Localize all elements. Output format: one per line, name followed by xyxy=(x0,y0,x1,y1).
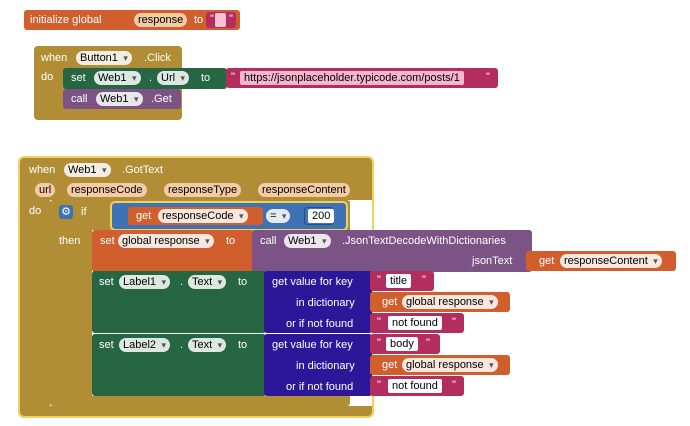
key-title-field[interactable]: title xyxy=(386,274,412,288)
quote-close: " xyxy=(452,316,456,328)
not-found-field[interactable]: not found xyxy=(388,316,442,330)
key-body-text-block[interactable]: " body " xyxy=(370,334,440,354)
get-label: get xyxy=(136,210,152,222)
global-response-dropdown[interactable]: global response xyxy=(402,295,498,309)
set-label: set xyxy=(71,72,86,84)
url-text-block[interactable]: " https://jsonplaceholder.typicode.com/p… xyxy=(226,68,498,88)
web1-component-dropdown[interactable]: Web1 xyxy=(94,71,141,85)
set-label2-text-block[interactable]: set Label2 . Text to xyxy=(92,334,266,396)
quote-open: " xyxy=(377,379,381,391)
quote-close: " xyxy=(452,379,456,391)
text-property-dropdown[interactable]: Text xyxy=(188,275,227,289)
set-label1-text-block[interactable]: set Label1 . Text to xyxy=(92,271,266,333)
dot-label: . xyxy=(180,276,184,288)
set-label: set xyxy=(100,235,115,247)
key-body-field[interactable]: body xyxy=(386,337,418,351)
set-global-response-block[interactable]: set global response to xyxy=(92,230,254,272)
call-label: call xyxy=(260,235,277,247)
text-property-dropdown[interactable]: Text xyxy=(188,338,227,352)
get-label: get xyxy=(382,359,398,371)
call-label: call xyxy=(71,93,88,105)
dict-lookup-block-2[interactable]: get value for key in dictionary or if no… xyxy=(264,334,372,396)
in-dictionary-label: in dictionary xyxy=(296,360,355,372)
param-responsecontent[interactable]: responseContent xyxy=(258,183,350,197)
do-label: do xyxy=(29,205,42,217)
quote-close: " xyxy=(486,71,490,83)
get-global-response-block-1[interactable]: get global response xyxy=(370,292,510,312)
empty-text-field[interactable] xyxy=(215,13,226,27)
if-label: if xyxy=(81,206,87,218)
global-var-name-field[interactable]: response xyxy=(134,13,188,27)
quote-close: " xyxy=(229,13,233,25)
set-label: set xyxy=(99,276,114,288)
set-web1-url-block[interactable]: set Web1 . Url to xyxy=(63,68,227,89)
quote-open: " xyxy=(231,71,235,83)
gear-icon[interactable]: ⚙ xyxy=(59,205,73,219)
set-to-label: to xyxy=(238,276,248,288)
get-responsecode-block[interactable]: get responseCode xyxy=(128,207,263,225)
get-global-response-block-2[interactable]: get global response xyxy=(370,355,510,375)
number-field[interactable]: 200 xyxy=(308,209,335,223)
get-responsecontent-block[interactable]: get responseContent xyxy=(526,251,676,271)
web1-call-dropdown[interactable]: Web1 xyxy=(96,92,143,106)
web1-call-dropdown[interactable]: Web1 xyxy=(284,234,331,248)
not-found-text-block-1[interactable]: " not found " xyxy=(370,313,464,333)
then-label: then xyxy=(59,235,81,247)
set-label: set xyxy=(99,339,114,351)
json-decode-method-label: .JsonTextDecodeWithDictionaries xyxy=(342,235,506,247)
quote-open: " xyxy=(377,316,381,328)
not-found-text-block-2[interactable]: " not found " xyxy=(370,376,464,396)
get-label: get xyxy=(382,296,398,308)
dict-lookup-block-1[interactable]: get value for key in dictionary or if no… xyxy=(264,271,372,333)
responsecontent-var-dropdown[interactable]: responseContent xyxy=(560,254,662,268)
key-title-text-block[interactable]: " title " xyxy=(370,271,434,291)
when-label: when xyxy=(41,52,68,64)
get-method-label: .Get xyxy=(151,93,172,105)
not-found-field[interactable]: not found xyxy=(388,379,442,393)
dot-label: . xyxy=(180,339,184,351)
set-to-label: to xyxy=(226,235,236,247)
quote-close: " xyxy=(422,274,426,286)
quote-open: " xyxy=(377,337,381,349)
call-web1-get-block[interactable]: call Web1 .Get xyxy=(63,89,181,109)
get-label: get xyxy=(539,255,555,267)
set-to-label: to xyxy=(201,72,211,84)
jsontext-arg-label: jsonText xyxy=(472,255,513,267)
web1-event-dropdown[interactable]: Web1 xyxy=(64,163,111,177)
url-property-dropdown[interactable]: Url xyxy=(157,71,190,85)
number-block[interactable]: 200 xyxy=(304,207,335,225)
quote-close: " xyxy=(426,337,430,349)
set-to-label: to xyxy=(238,339,248,351)
dot-label: . xyxy=(149,72,153,84)
empty-text-block[interactable]: " " xyxy=(206,12,236,28)
do-label: do xyxy=(41,71,54,83)
click-event-label: .Click xyxy=(144,52,171,64)
equals-operator-dropdown[interactable]: = xyxy=(266,209,291,223)
label1-component-dropdown[interactable]: Label1 xyxy=(119,275,171,289)
or-if-not-found-label: or if not found xyxy=(286,381,354,393)
global-response-var-dropdown[interactable]: global response xyxy=(118,234,214,248)
in-dictionary-label: in dictionary xyxy=(296,297,355,309)
or-if-not-found-label: or if not found xyxy=(286,318,354,330)
json-decode-call-block[interactable]: call Web1 .JsonTextDecodeWithDictionarie… xyxy=(252,230,532,272)
quote-open: " xyxy=(210,13,214,25)
param-url[interactable]: url xyxy=(35,183,56,197)
initialize-global-block[interactable]: initialize global response to " " xyxy=(24,10,240,30)
init-to-label: to xyxy=(194,14,204,26)
initialize-global-label: initialize global xyxy=(30,14,102,26)
global-response-dropdown[interactable]: global response xyxy=(402,358,498,372)
when-label: when xyxy=(29,164,56,176)
gottext-event-label: .GotText xyxy=(122,164,163,176)
url-text-field[interactable]: https://jsonplaceholder.typicode.com/pos… xyxy=(240,71,464,85)
button1-dropdown[interactable]: Button1 xyxy=(76,51,132,65)
param-responsecode[interactable]: responseCode xyxy=(67,183,147,197)
get-value-for-key-label: get value for key xyxy=(272,339,353,351)
quote-open: " xyxy=(377,274,381,286)
responsecode-var-dropdown[interactable]: responseCode xyxy=(158,209,248,223)
get-value-for-key-label: get value for key xyxy=(272,276,353,288)
compare-equals-block[interactable]: get responseCode = 200 xyxy=(110,201,348,231)
param-responsetype[interactable]: responseType xyxy=(164,183,242,197)
label2-component-dropdown[interactable]: Label2 xyxy=(119,338,171,352)
